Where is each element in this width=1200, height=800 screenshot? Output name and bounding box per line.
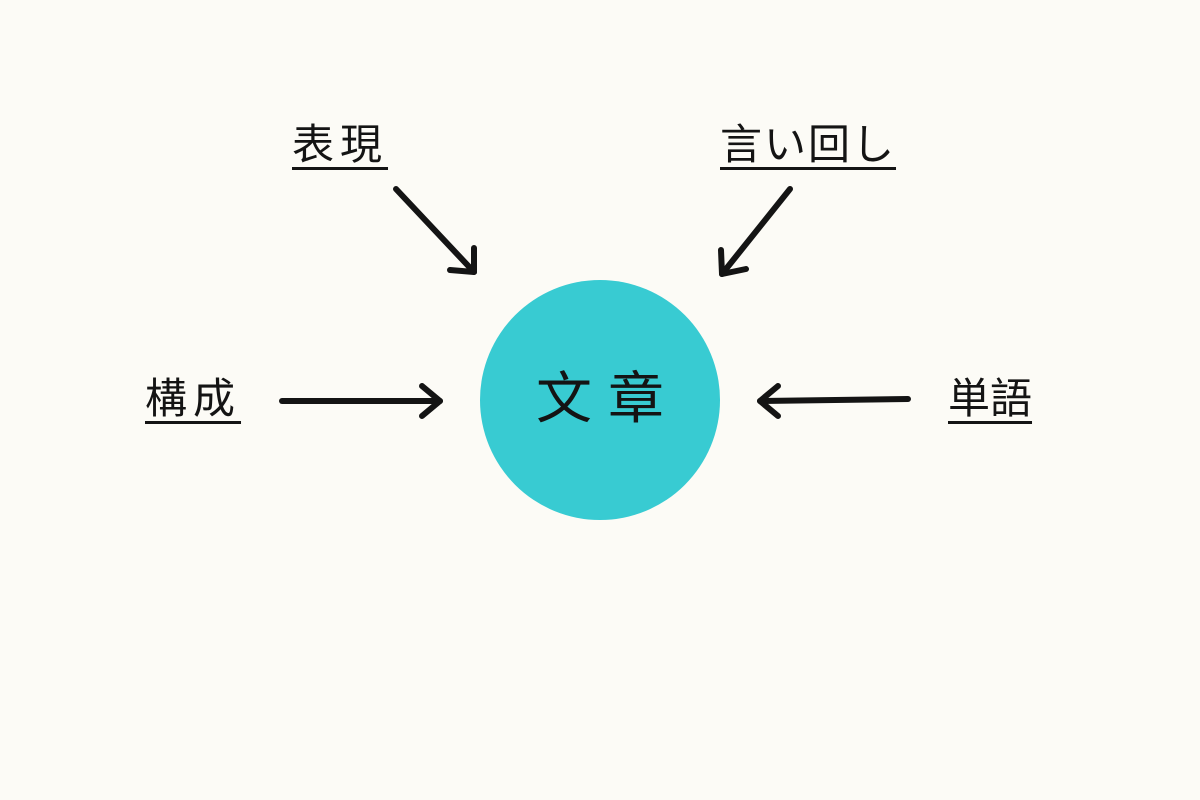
node-words: 単語 — [948, 374, 1033, 423]
node-phrasing: 言い回し — [720, 120, 897, 169]
center-label: 文章 — [536, 367, 680, 432]
node-expression: 表現 — [292, 120, 389, 169]
center-circle: 文章 — [480, 280, 720, 520]
arrow-structure-to-center — [279, 383, 443, 419]
arrow-expression-to-center — [393, 186, 477, 275]
arrow-words-to-center — [757, 383, 911, 419]
node-structure: 構成 — [145, 374, 242, 423]
arrow-phrasing-to-center — [718, 186, 793, 277]
